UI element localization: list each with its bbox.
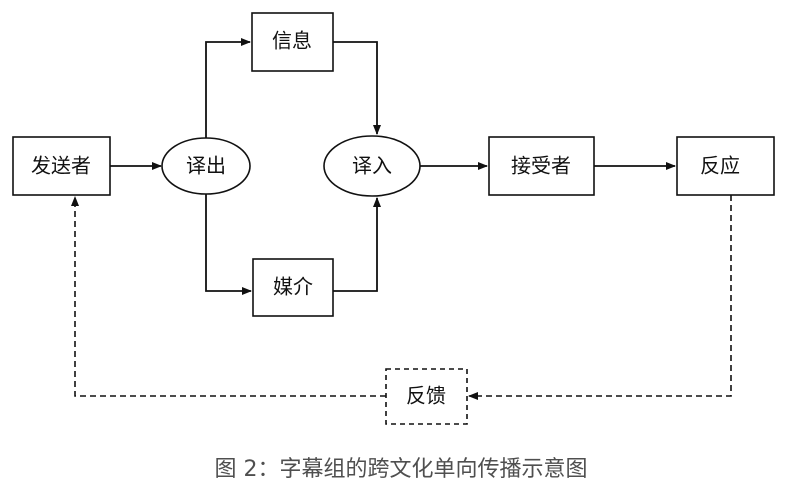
arrow-encode-to-message [205,38,251,138]
arrow-encode-to-medium [205,194,252,295]
node-decode: 译入 [323,135,421,197]
node-response: 反应 [676,136,775,196]
node-medium: 媒介 [252,258,334,317]
node-feedback: 反馈 [385,368,468,425]
arrow-feedback-to-sender [71,196,386,397]
figure-caption: 图 2：字幕组的跨文化单向传播示意图 [215,457,588,482]
node-sender-label: 发送者 [31,154,91,178]
node-response-label: 反应 [700,154,740,178]
node-feedback-label: 反馈 [406,384,446,408]
node-encode: 译出 [161,137,251,195]
node-decode-label: 译入 [352,154,392,178]
node-encode-label: 译出 [186,154,226,178]
node-receiver-label: 接受者 [511,154,571,178]
node-sender: 发送者 [12,136,111,196]
arrow-response-to-feedback [468,195,732,400]
node-message: 信息 [251,12,334,72]
node-medium-label: 媒介 [273,275,313,299]
arrow-message-to-decode [333,41,381,135]
arrow-medium-to-decode [333,197,381,292]
node-message-label: 信息 [272,29,312,53]
node-receiver: 接受者 [488,136,595,196]
